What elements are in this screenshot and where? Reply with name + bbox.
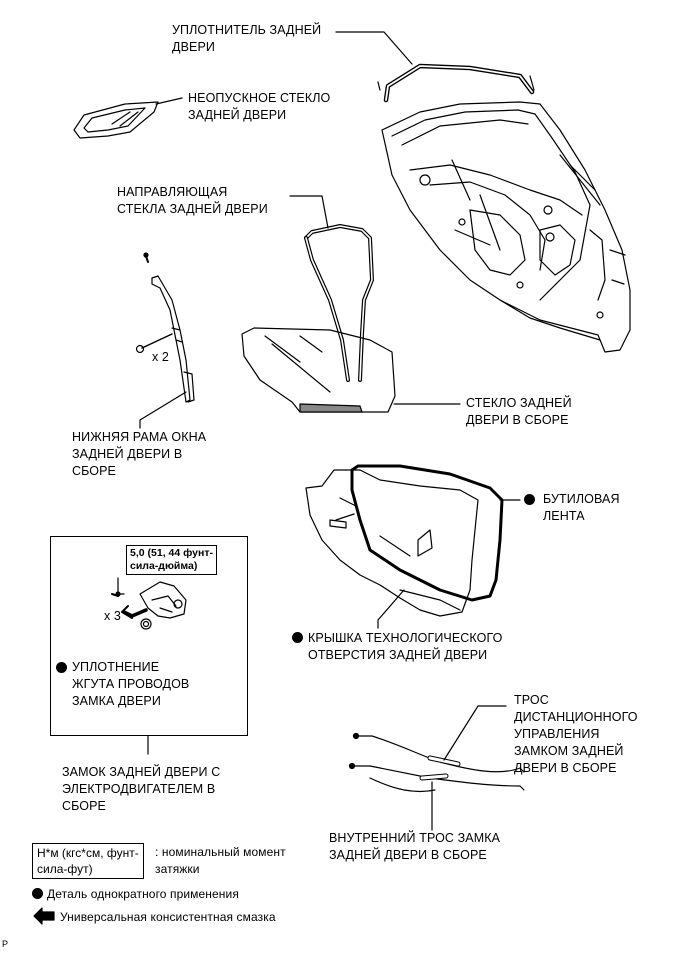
leader-service-hole-cover: [377, 589, 405, 629]
leader-weatherstrip: [335, 31, 413, 65]
non-reusable-dot-icon: [292, 632, 303, 643]
butyl-tape-drawing: [350, 464, 504, 602]
torque-spec-box: 5,0 (51, 44 фунт- сила-дюйма): [126, 545, 217, 575]
rear-door-fixed-glass-drawing: [73, 101, 159, 139]
legend-grease: Универсальная консистентная смазка: [60, 910, 276, 924]
legend-non-reusable: Деталь однократного применения: [32, 886, 239, 903]
quantity-bolts-x2: x 2: [152, 350, 169, 364]
non-reusable-dot-icon: [56, 662, 67, 673]
label-glass-run: НАПРАВЛЯЮЩАЯ СТЕКЛА ЗАДНЕЙ ДВЕРИ: [117, 185, 268, 216]
rear-door-glass-assembly-drawing: [241, 327, 396, 413]
legend-torque-units: Н*м (кгс*см, фунт- сила-фут): [32, 843, 144, 879]
leader-glass-run: [289, 195, 329, 229]
label-door-lock: ЗАМОК ЗАДНЕЙ ДВЕРИ С ЭЛЕКТРОДВИГАТЕЛЕМ В…: [62, 765, 221, 813]
rear-door-weatherstrip-drawing: [377, 63, 535, 103]
non-reusable-dot-icon: [32, 888, 43, 899]
label-fixed-glass: НЕОПУСКНОЕ СТЕКЛО ЗАДНЕЙ ДВЕРИ: [188, 91, 331, 122]
label-butyl-tape: БУТИЛОВАЯ ЛЕНТА: [524, 491, 619, 525]
rear-door-glass-run-drawing: [304, 224, 374, 382]
leader-lower-frame: [139, 391, 187, 429]
legend-torque-desc: : номинальный момент затяжки: [155, 845, 286, 876]
label-inner-cable: ВНУТРЕННИЙ ТРОС ЗАМКА ЗАДНЕЙ ДВЕРИ В СБО…: [329, 831, 501, 862]
label-lower-frame: НИЖНЯЯ РАМА ОКНА ЗАДНЕЙ ДВЕРИ В СБОРЕ: [72, 430, 207, 478]
label-glass-assembly: СТЕКЛО ЗАДНЕЙ ДВЕРИ В СБОРЕ: [466, 396, 572, 427]
leader-fixed-glass: [155, 97, 183, 105]
leader-remote-cable: [443, 705, 507, 761]
label-service-hole-cover: КРЫШКА ТЕХНОЛОГИЧЕСКОГО ОТВЕРСТИЯ ЗАДНЕЙ…: [292, 630, 502, 662]
rear-door-panel-drawing: [381, 101, 631, 353]
page-marker: P: [2, 939, 9, 949]
service-hole-cover-drawing: [305, 469, 479, 617]
lower-window-frame-drawing: [135, 252, 195, 403]
label-weatherstrip: УПЛОТНИТЕЛЬ ЗАДНЕЙ ДВЕРИ: [172, 23, 322, 54]
quantity-screws-x3: x 3: [104, 609, 121, 623]
door-lock-cables-drawing: [348, 732, 525, 793]
grease-arrow-icon: [33, 907, 55, 925]
non-reusable-dot-icon: [524, 494, 535, 505]
label-remote-cable: ТРОС ДИСТАНЦИОННОГО УПРАВЛЕНИЯ ЗАМКОМ ЗА…: [514, 693, 638, 775]
lock-grease-arrow-icon: [122, 608, 148, 618]
